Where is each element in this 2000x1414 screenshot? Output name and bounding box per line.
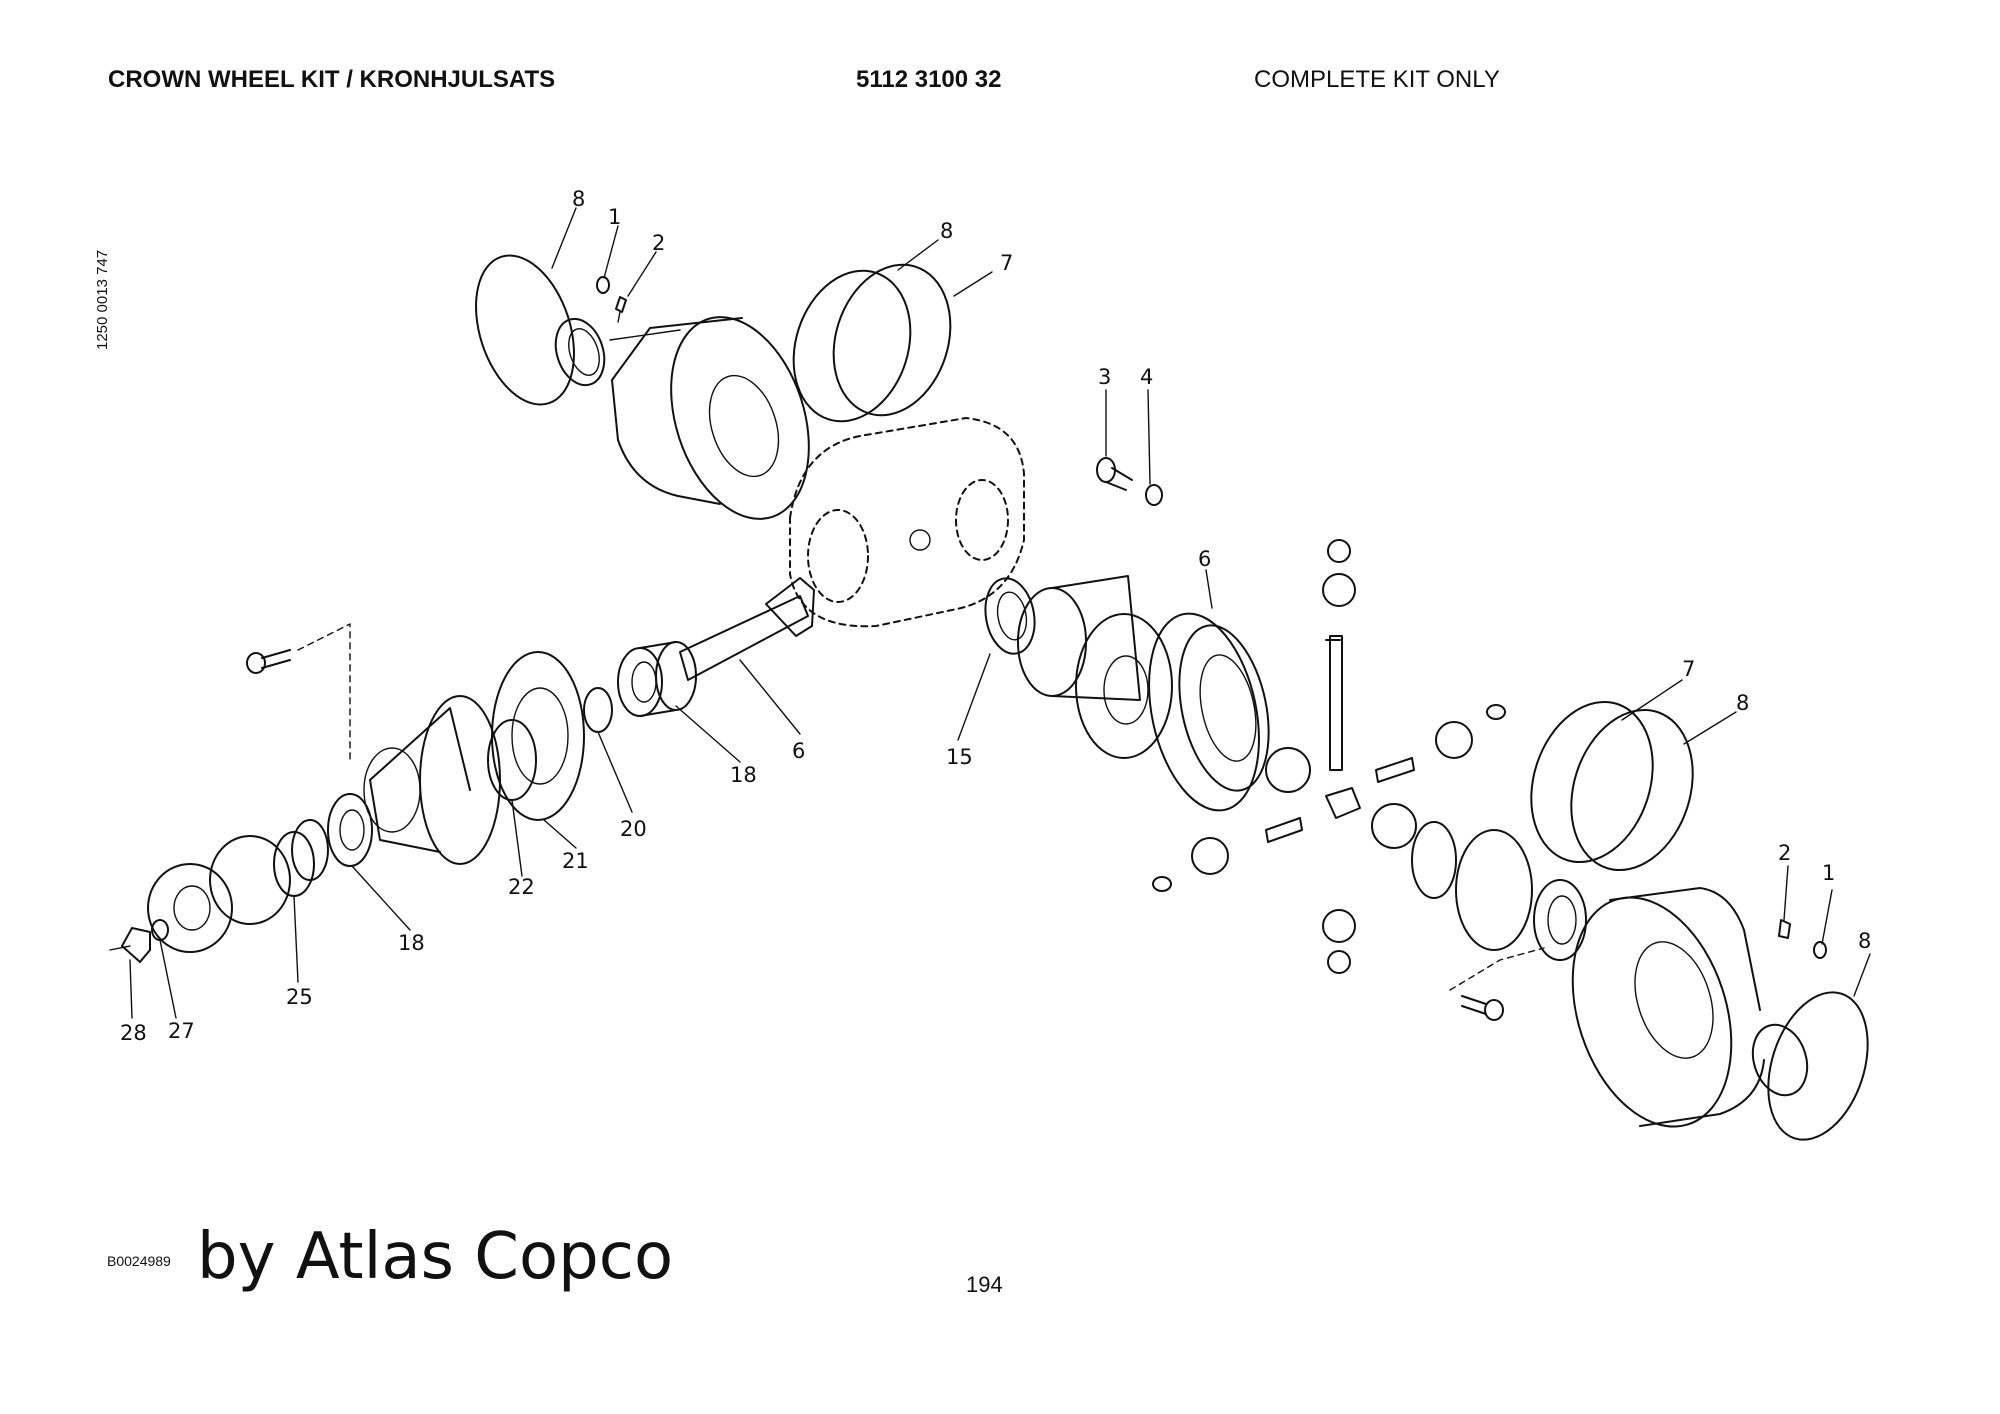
o-ring-pair-right [1530,700,1694,872]
bolt-right [1778,919,1827,959]
bearing-15 [984,577,1036,655]
callout-label: 18 [730,763,757,787]
ring-25 [209,831,315,925]
callout-label: 2 [1778,841,1791,865]
pinion-shaft-6 [679,577,815,681]
callout-label: 22 [508,875,535,899]
callout-label: 6 [1198,547,1211,571]
kit-note: COMPLETE KIT ONLY [1254,66,1500,93]
spider-pins-and-gears [1152,539,1506,974]
crown-wheel-6 [1148,612,1270,812]
leader-lines [129,207,1871,1019]
callout-label: 3 [1098,365,1111,389]
hub-housing-left [363,695,501,865]
differential-case [1017,575,1173,759]
callout-labels: 8 1 2 8 7 3 4 6 15 6 18 20 21 22 18 25 2… [120,187,1871,1045]
callout-label: 8 [940,219,953,243]
page-number: 194 [966,1272,1003,1297]
callout-label: 7 [1682,657,1695,681]
callout-label: 20 [620,817,647,841]
seal-upper-left [554,317,606,387]
callout-label: 2 [652,231,665,255]
bolt-upper-left [596,276,627,323]
callout-label: 21 [562,849,589,873]
brand-text: by Atlas Copco [197,1220,674,1294]
spacer-20 [583,687,613,733]
o-ring-upper-left [475,254,575,406]
callout-label: 7 [1000,251,1013,275]
callout-label: 25 [286,985,313,1009]
nut-28 [109,927,151,963]
axle-center-housing [789,417,1025,628]
figure-reference-code: B0024989 [107,1253,171,1269]
document-title: CROWN WHEEL KIT / KRONHJULSATS [108,66,556,93]
screw-3 [1096,457,1133,491]
callout-label: 8 [572,187,585,211]
callout-label: 18 [398,931,425,955]
bolt-flange-left [246,623,351,761]
seal-right [1751,1023,1809,1097]
callout-label: 8 [1736,691,1749,715]
bearing-18-upper [617,641,697,717]
bolt-housing-right [1449,947,1545,1021]
housing-right [1571,887,1765,1128]
o-ring-lower-right [1767,991,1869,1141]
callout-label: 8 [1858,929,1871,953]
callout-label: 6 [792,739,805,763]
callout-label: 15 [946,745,973,769]
callout-label: 4 [1140,365,1153,389]
kit-part-number: 5112 3100 32 [856,66,1002,93]
washer-4 [1145,484,1163,506]
side-bearing-right [1411,821,1587,961]
callout-label: 28 [120,1021,147,1045]
callout-label: 1 [1822,861,1835,885]
flange-21 [491,651,585,821]
housing-upper-left [609,316,810,520]
flange-coupling-left [147,863,233,953]
callout-label: 27 [168,1019,195,1043]
bearing-18-lower [291,793,373,881]
o-ring-pair-upper [792,263,952,423]
callout-label: 1 [608,205,621,229]
